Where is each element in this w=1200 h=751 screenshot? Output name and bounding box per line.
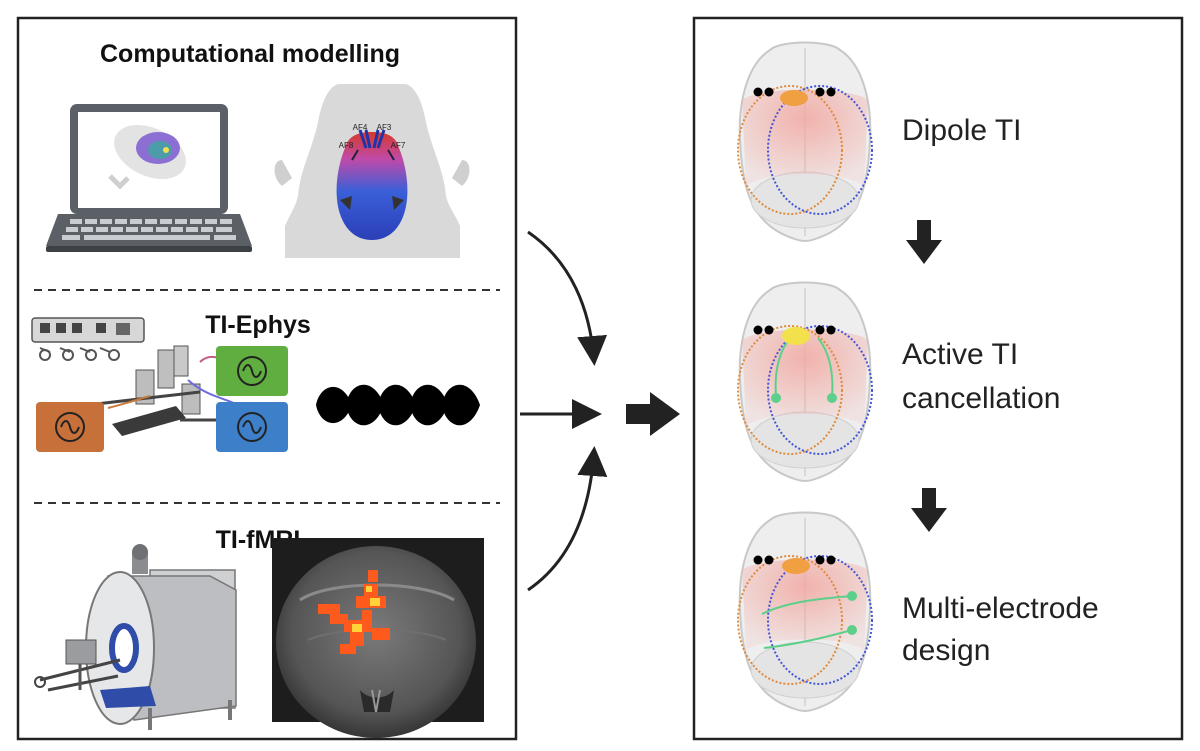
- section-title-computational-modelling: Computational modelling: [100, 40, 400, 68]
- left-panel: Computational modelling: [16, 16, 518, 741]
- big-arrow-to-right-panel: [626, 392, 680, 436]
- section-title-ti-ephys: TI-Ephys: [205, 311, 311, 339]
- step-label-multi-electrode-line1: Multi-electrode: [902, 592, 1099, 625]
- electrode-label-af7: AF7: [391, 141, 406, 150]
- ti-beat-waveform: [316, 384, 480, 426]
- brain-multi-electrode-design: [737, 511, 873, 712]
- arrow-from-modelling: [527, 230, 608, 366]
- fmri-activation-map: [272, 538, 484, 738]
- step-label-dipole-ti: Dipole TI: [902, 114, 1022, 147]
- brain-dipole-ti: [737, 41, 873, 242]
- arrow-from-fmri: [527, 446, 608, 592]
- down-arrow-1: [906, 220, 942, 264]
- electrode-label-af8: AF8: [339, 141, 354, 150]
- mouse-head-model: AF4 AF3 AF8 AF7: [274, 84, 470, 258]
- step-label-active-ti-line2: cancellation: [902, 382, 1060, 415]
- right-panel: Dipole TI Active TI cancellation: [692, 16, 1184, 741]
- converging-arrows: [520, 230, 680, 592]
- electrode-label-af3: AF3: [377, 123, 392, 132]
- down-arrow-2: [911, 488, 947, 532]
- step-label-active-ti-line1: Active TI: [902, 338, 1018, 371]
- step-label-multi-electrode-line2: design: [902, 634, 990, 667]
- ephys-rig-illustration: [31, 317, 288, 452]
- mri-scanner-illustration: [34, 544, 237, 730]
- electrode-label-af4: AF4: [353, 123, 368, 132]
- brain-active-ti-cancellation: [737, 281, 873, 482]
- laptop-icon: [46, 104, 252, 252]
